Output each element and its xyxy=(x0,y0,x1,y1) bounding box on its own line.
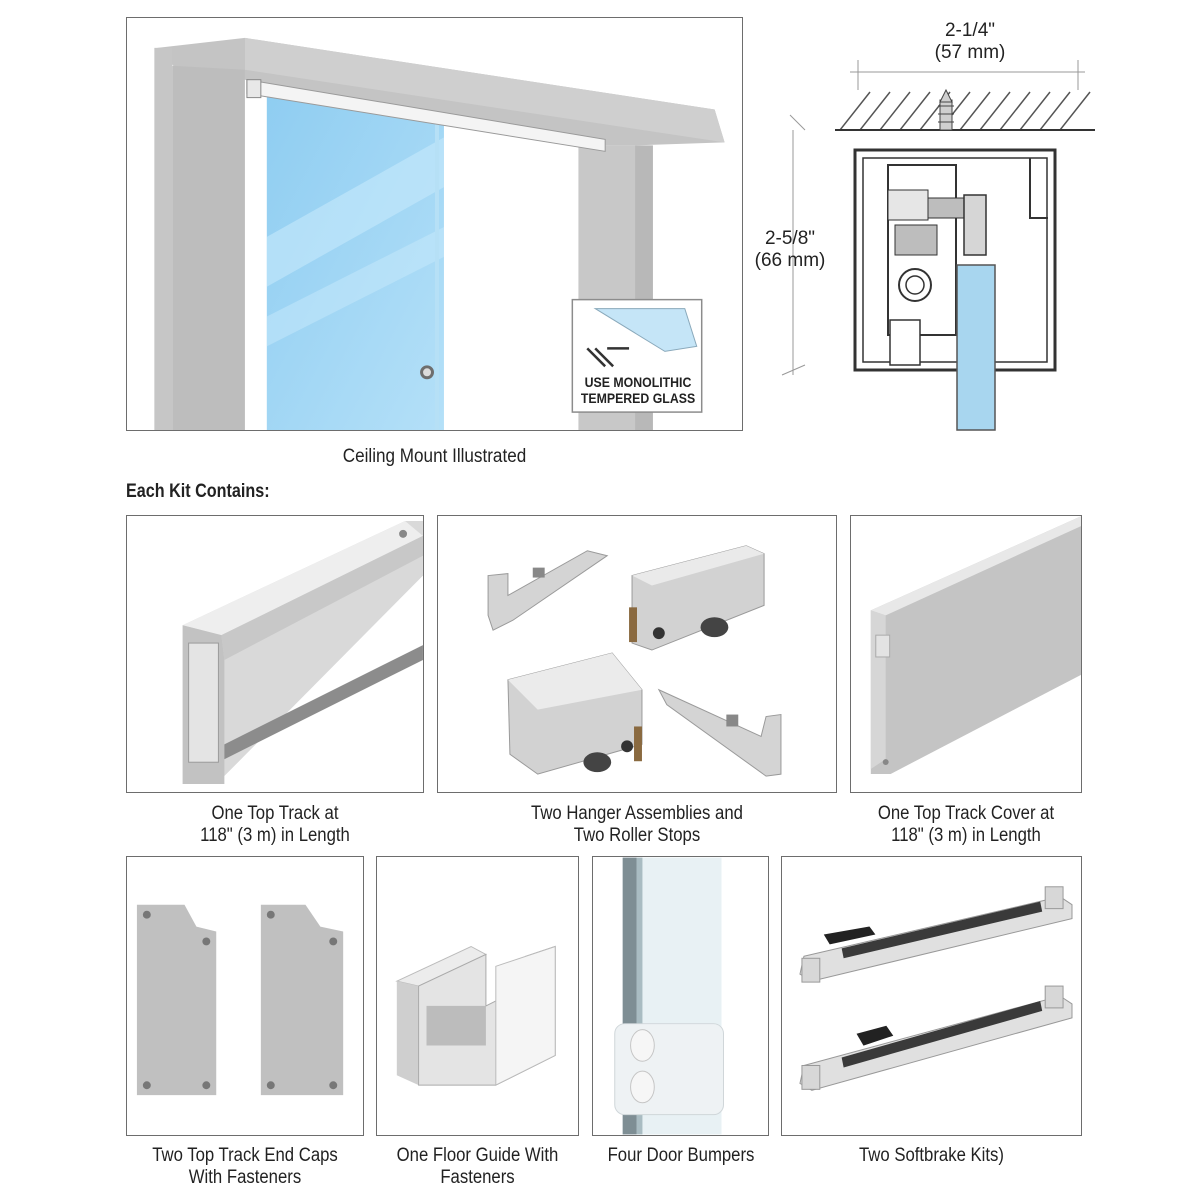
track-cover-image xyxy=(870,516,1081,774)
kit-item-caption-line2: With Fasteners xyxy=(188,1167,302,1188)
hanger-assembly-icon xyxy=(629,545,765,651)
kit-item-end-caps-panel xyxy=(126,856,364,1136)
hero-caption: Ceiling Mount Illustrated xyxy=(342,446,527,467)
roller-stop-icon xyxy=(657,688,782,777)
kit-item-caption-line1: Two Hanger Assemblies and xyxy=(531,803,743,824)
glass-note-line1: USE MONOLITHIC xyxy=(584,374,692,390)
glass-note-card xyxy=(571,298,703,413)
glass-section xyxy=(956,264,996,431)
glass-edge-icon xyxy=(586,347,630,368)
kit-item-caption-line2: Fasteners xyxy=(440,1167,515,1188)
softbrake-icon xyxy=(799,985,1073,1091)
kit-item-top-track-panel xyxy=(126,515,424,793)
kit-item-hangers-panel xyxy=(437,515,837,793)
width-dimension-label-1: 2-1/4" xyxy=(944,20,996,41)
bumper-icon xyxy=(614,1023,725,1116)
hanger-assembly-icon xyxy=(507,652,643,775)
floor-guide-image xyxy=(395,945,556,1086)
height-dimension-label-1: 2-5/8" xyxy=(764,228,816,249)
left-jamb-front xyxy=(154,47,173,430)
hanger-assemblies-image xyxy=(487,545,782,777)
kit-item-caption-line1: One Top Track at xyxy=(211,803,339,824)
top-track-image xyxy=(182,520,423,785)
kit-item-caption-line1: Two Top Track End Caps xyxy=(152,1145,338,1166)
kit-item-door-bumpers-panel xyxy=(592,856,769,1136)
kit-item-floor-guide-panel xyxy=(376,856,579,1136)
kit-item-caption-line2: 118" (3 m) in Length xyxy=(891,825,1041,846)
kit-item-caption-line2: Two Roller Stops xyxy=(573,825,701,846)
screw-icon xyxy=(938,88,954,131)
kit-item-track-cover-panel xyxy=(850,515,1082,793)
track-profile-drawing xyxy=(781,60,1095,431)
kit-item-caption-line1: Two Softbrake Kits) xyxy=(859,1145,1004,1166)
kit-item-caption-line1: One Floor Guide With xyxy=(396,1145,559,1166)
hero-illustration-panel xyxy=(126,17,743,431)
ceiling-mount-illustration xyxy=(154,37,725,430)
left-jamb-side xyxy=(172,65,245,430)
end-cap-icon xyxy=(136,904,217,1096)
door-bumpers-image xyxy=(614,857,725,1135)
roller-stop-icon xyxy=(487,550,609,631)
kit-item-caption-line1: One Top Track Cover at xyxy=(877,803,1055,824)
width-dimension-label-2: (57 mm) xyxy=(934,42,1006,63)
softbrake-kits-image xyxy=(799,886,1073,1091)
height-dimension-label-2: (66 mm) xyxy=(754,250,826,271)
glass-note-line2: TEMPERED GLASS xyxy=(580,390,696,406)
kit-item-caption-line2: 118" (3 m) in Length xyxy=(200,825,350,846)
end-caps-image xyxy=(136,904,344,1096)
kit-heading: Each Kit Contains: xyxy=(126,481,270,502)
end-cap-icon xyxy=(260,904,344,1096)
section-drawing xyxy=(760,20,1100,440)
kit-item-softbrake-panel xyxy=(781,856,1082,1136)
kit-item-caption-line1: Four Door Bumpers xyxy=(607,1145,755,1166)
softbrake-icon xyxy=(799,886,1073,983)
